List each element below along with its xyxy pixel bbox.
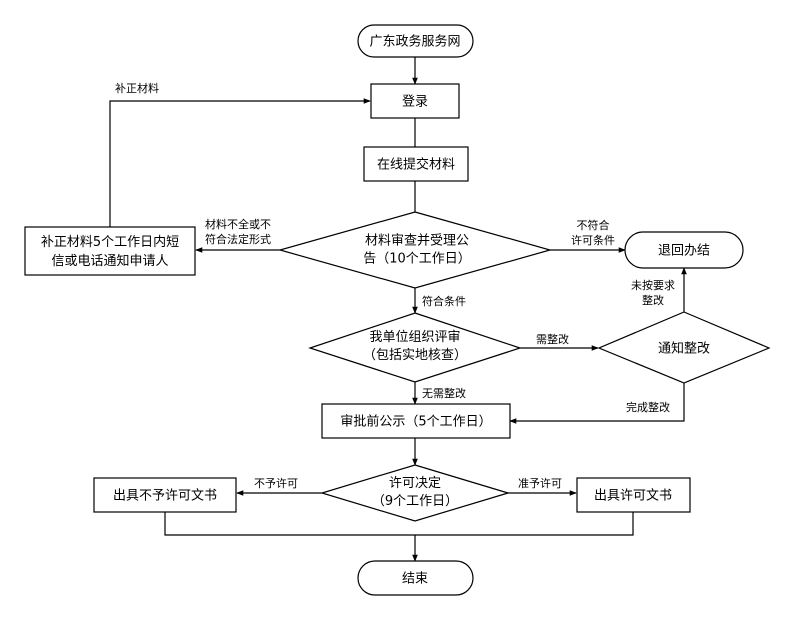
submit-label: 在线提交材料 — [377, 157, 455, 173]
edge-label-not-as-required-line2: 整改 — [642, 293, 664, 307]
return-label: 退回办结 — [658, 244, 710, 259]
supplement-notice-line1: 补正材料5个工作日内短 — [41, 234, 179, 250]
evaluate-label-line1: 我单位组织评审 — [369, 330, 460, 345]
return-terminal — [624, 231, 744, 269]
edge-deny-merge — [164, 512, 634, 536]
edge-label-not-eligible-line2: 许可条件 — [571, 233, 615, 247]
review-label-line1: 材料审查并受理公 — [365, 234, 469, 249]
supplement-notice-line2: 信或电话通知申请人 — [51, 253, 168, 269]
edge-label-grant: 准予许可 — [518, 477, 562, 490]
edge-label-supplement: 补正材料 — [115, 81, 159, 95]
publicity-label: 审批前公示（5个工作日） — [340, 414, 491, 430]
edge-label-not-as-required-line1: 未按要求 — [631, 278, 675, 292]
end-label: 结束 — [402, 572, 428, 587]
end-terminal — [357, 560, 474, 596]
review-decision — [277, 211, 553, 289]
permit-decision — [319, 464, 511, 522]
edge-rectify-publicity — [509, 383, 685, 424]
edge-label-eligible: 符合条件 — [422, 294, 466, 308]
edge-supplement-login — [109, 98, 371, 227]
edge-label-deny: 不予许可 — [254, 477, 298, 490]
grant-doc-box — [576, 477, 691, 513]
login-box — [370, 83, 460, 119]
evaluate-decision — [308, 312, 522, 383]
start-label: 广东政务服务网 — [369, 34, 460, 50]
publicity-box — [321, 403, 511, 439]
evaluate-label-line2: （包括实地核查） — [363, 348, 467, 363]
grant-doc-label: 出具许可文书 — [594, 489, 672, 504]
deny-doc-label: 出具不予许可文书 — [113, 489, 217, 504]
rectify-label: 通知整改 — [658, 341, 710, 357]
edge-label-incomplete-line1: 材料不全或不 — [205, 217, 271, 231]
edge-label-no-rectify: 无需整改 — [422, 386, 466, 400]
deny-doc-box — [93, 477, 237, 513]
permit-label-line2: （9个工作日） — [372, 494, 458, 509]
supplement-notice-box — [24, 226, 196, 276]
login-label: 登录 — [402, 95, 428, 110]
submit-box — [363, 146, 469, 182]
edge-label-not-eligible-line1: 不符合 — [577, 218, 610, 232]
edge-label-rectify-done: 完成整改 — [626, 400, 670, 414]
review-label-line2: 告（10个工作日） — [363, 252, 471, 267]
permit-label-line1: 许可决定 — [389, 476, 441, 491]
rectify-decision — [597, 311, 771, 384]
start-terminal — [357, 24, 474, 58]
edge-label-needs-rectify: 需整改 — [536, 332, 569, 346]
edge-label-incomplete-line2: 符合法定形式 — [205, 232, 271, 246]
